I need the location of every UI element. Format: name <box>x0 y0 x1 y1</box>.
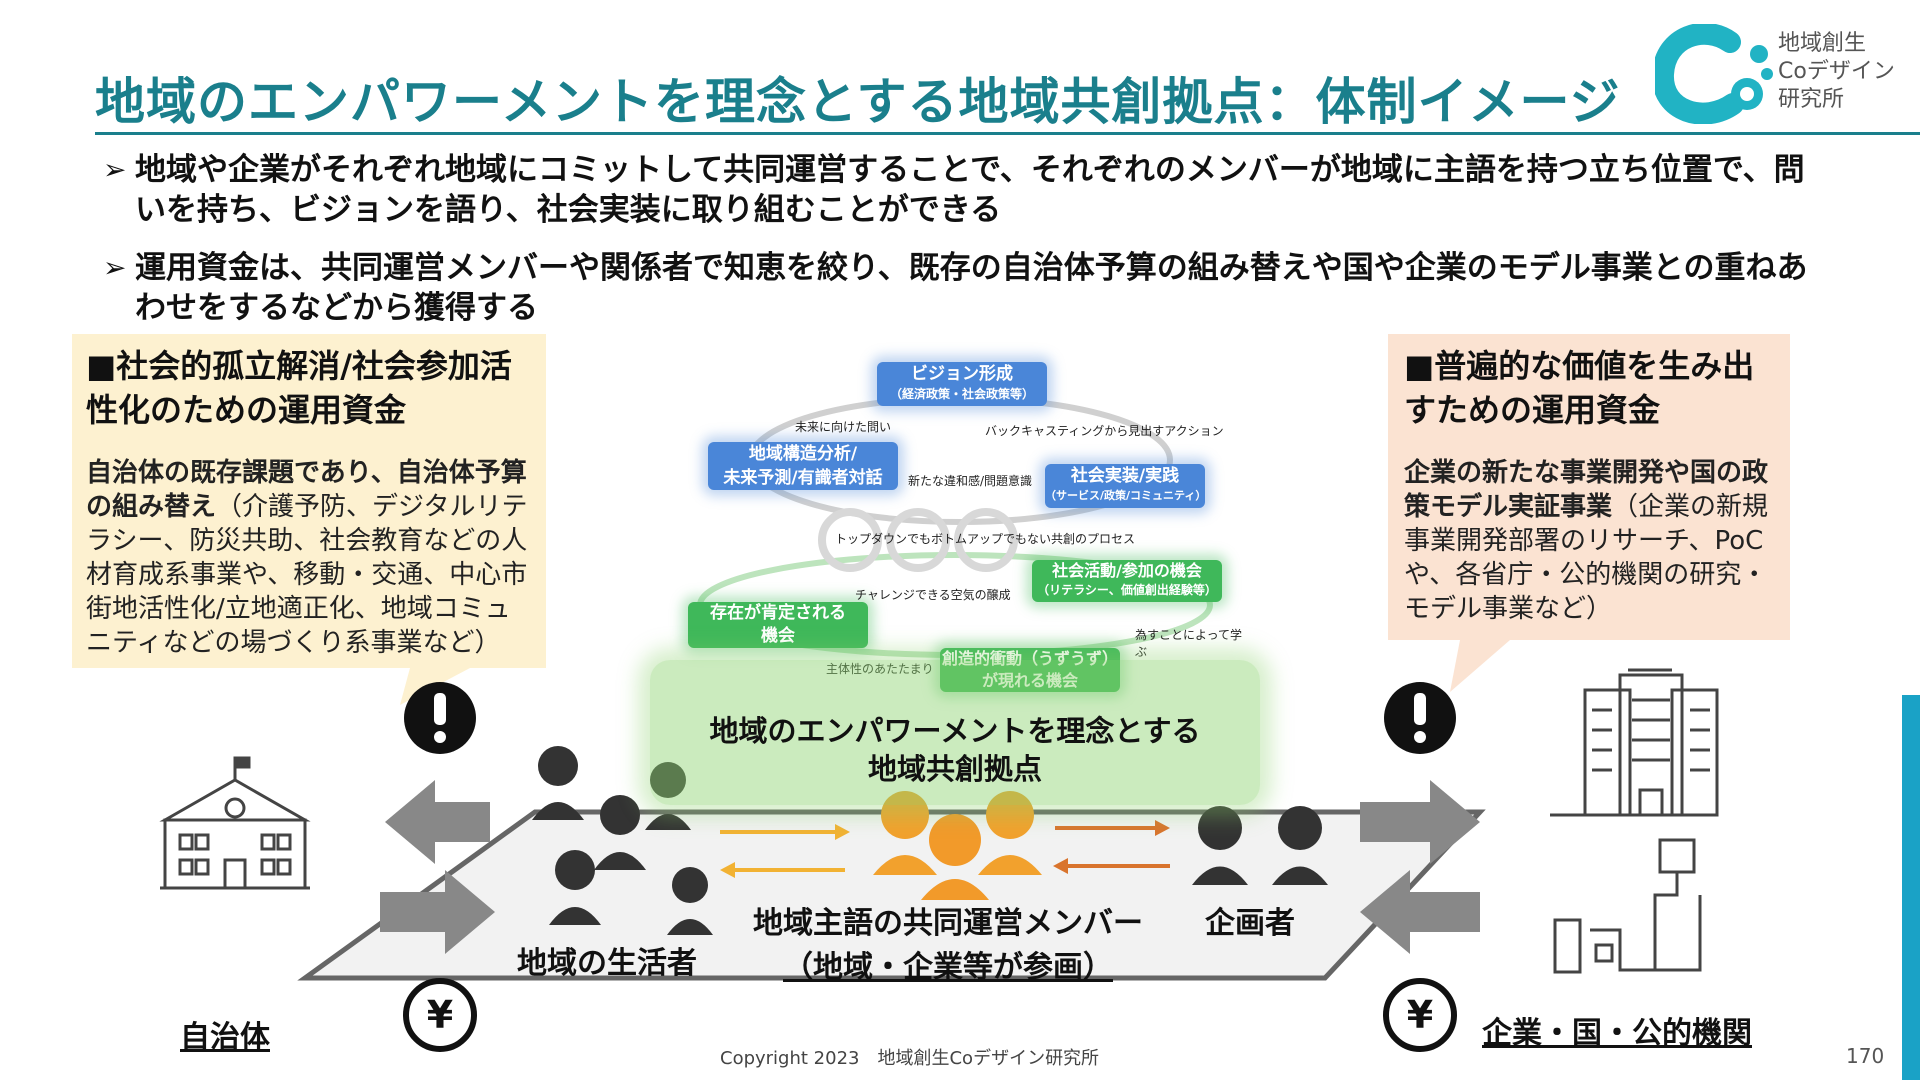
bullet-text: 運用資金は、共同運営メンバーや関係者で知恵を絞り、既存の自治体予算の組み替えや国… <box>135 250 1808 326</box>
node-implementation-sub: （サービス/政策/コミュニティ） <box>1045 489 1207 502</box>
resident-figure-icon <box>549 850 601 925</box>
node-analysis-line1: 地域構造分析/ <box>748 444 858 464</box>
node-participation-title: 社会活動/参加の機会 <box>1052 561 1202 580</box>
label-residents: 地域の生活者 <box>517 946 697 981</box>
node-participation-sub: （リテラシー、価値創出経験等） <box>1037 583 1217 597</box>
page-number: 170 <box>1846 1044 1885 1068</box>
bullet-text: 地域や企業がそれぞれ地域にコミットして共同運営することで、それぞれのメンバーが地… <box>135 152 1805 228</box>
note-process: トップダウンでもボトムアップでもない共創のプロセス <box>835 532 1136 546</box>
right-box-body-bold: 企業の新たな事業開発や国の政策モデル実証事業 <box>1404 458 1769 522</box>
institute-logo-icon <box>1655 24 1773 124</box>
logo-text-line: Coデザイン <box>1778 59 1895 84</box>
left-funding-box: ■社会的孤立解消/社会参加活性化のための運用資金 自治体の既存課題であり、自治体… <box>72 334 546 668</box>
bullet-item: ➢ 運用資金は、共同運営メンバーや関係者で知恵を絞り、既存の自治体予算の組み替え… <box>103 248 1835 328</box>
label-members: 地域主語の共同運営メンバー （地域・企業等が参画） <box>748 898 1148 986</box>
slide-title: 地域のエンパワーメントを理念とする地域共創拠点：体制イメージ <box>95 73 1621 131</box>
node-vision-sub: （経済政策・社会政策等） <box>889 387 1034 401</box>
note-learning: 為すことによって学ぶ <box>1135 628 1243 659</box>
logo-text-line: 地域創生 <box>1778 31 1867 56</box>
node-vision-title: ビジョン形成 <box>911 364 1013 384</box>
hub-label: 地域のエンパワーメントを理念とする 地域共創拠点 <box>650 712 1260 788</box>
logo-text: 地域創生 Coデザイン 研究所 <box>1778 30 1895 114</box>
city-hall-icon <box>159 756 311 890</box>
bullet-arrow-icon: ➢ <box>103 153 127 186</box>
planner-figure-icon <box>1192 806 1248 885</box>
label-corporate: 企業・国・公的機関 <box>1482 1016 1752 1051</box>
node-participation: 社会活動/参加の機会 （リテラシー、価値創出経験等） <box>1032 560 1222 602</box>
hub-label-line2: 地域共創拠点 <box>867 752 1042 786</box>
hub-background <box>650 660 1260 805</box>
label-planners: 企画者 <box>1205 906 1295 941</box>
node-analysis-line2: 未来予測/有識者対話 <box>723 468 883 488</box>
hub-label-line1: 地域のエンパワーメントを理念とする <box>709 714 1201 748</box>
note-subjectivity: 主体性のあたたまり <box>826 662 934 676</box>
title-divider <box>95 132 1920 135</box>
left-box-body-rest: （介護予防、デジタルリテラシー、防災共助、社会教育などの人材育成系事業や、移動・… <box>86 492 528 658</box>
resident-figure-icon <box>667 867 713 935</box>
office-building-icon <box>1550 668 1719 817</box>
alert-exclamation-icon <box>404 682 476 754</box>
arrow-right-to-corporate-icon <box>1360 780 1480 864</box>
node-creative: 創造的衝動（うずうず） が現れる機会 <box>940 648 1120 692</box>
arrow-right-from-municipality-icon <box>380 870 495 954</box>
bullet-arrow-icon: ➢ <box>103 251 127 284</box>
logo-text-line: 研究所 <box>1778 87 1845 112</box>
bullet-item: ➢ 地域や企業がそれぞれ地域にコミットして共同運営することで、それぞれのメンバー… <box>103 150 1835 230</box>
node-affirmation: 存在が肯定される 機会 <box>688 602 868 648</box>
label-members-line1: 地域主語の共同運営メンバー <box>753 906 1143 941</box>
node-vision: ビジョン形成 （経済政策・社会政策等） <box>877 362 1047 406</box>
svg-text:¥: ¥ <box>1407 993 1433 1037</box>
copyright-text: Copyright 2023 地域創生Coデザイン研究所 <box>720 1048 1100 1069</box>
left-box-body-bold: 自治体の既存課題であり、自治体予算の組み替え <box>86 458 527 522</box>
left-box-body: 自治体の既存課題であり、自治体予算の組み替え（介護予防、デジタルリテラシー、防災… <box>72 432 546 660</box>
flow-arrow-right-icon <box>1055 820 1170 836</box>
resident-figure-icon <box>532 746 584 820</box>
flow-arrow-left-icon <box>1053 858 1170 874</box>
left-box-heading: ■社会的孤立解消/社会参加活性化のための運用資金 <box>86 347 512 429</box>
right-box-body-rest: （企業の新規事業開発部署のリサーチ、PoCや、各省庁・公的機関の研究・モデル事業… <box>1404 492 1769 624</box>
node-analysis: 地域構造分析/ 未来予測/有識者対話 <box>708 442 898 490</box>
member-figure-icon <box>921 814 989 900</box>
arrow-left-from-corporate-icon <box>1360 870 1480 954</box>
alert-exclamation-icon <box>1384 682 1456 754</box>
planner-figure-icon <box>1272 806 1328 885</box>
flow-arrow-right-icon <box>720 824 850 840</box>
node-creative-line1: 創造的衝動（うずうず） <box>941 649 1118 668</box>
government-facility-icon <box>1553 838 1702 974</box>
node-creative-line2: が現れる機会 <box>981 671 1078 690</box>
note-future-question: 未来に向けた問い <box>795 420 892 434</box>
note-discomfort: 新たな違和感/問題意識 <box>908 474 1033 488</box>
right-box-pointer <box>1450 640 1510 692</box>
node-affirmation-line2: 機会 <box>761 626 795 646</box>
right-funding-box: ■普遍的な価値を生み出すための運用資金 企業の新たな事業開発や国の政策モデル実証… <box>1388 334 1790 640</box>
accent-bar <box>1902 695 1920 1080</box>
arrow-left-to-municipality-icon <box>385 780 490 864</box>
svg-text:¥: ¥ <box>427 993 453 1037</box>
right-box-body: 企業の新たな事業開発や国の政策モデル実証事業（企業の新規事業開発部署のリサーチ、… <box>1388 432 1790 626</box>
label-members-line2: （地域・企業等が参画） <box>783 950 1113 985</box>
right-box-heading: ■普遍的な価値を生み出すための運用資金 <box>1404 347 1755 429</box>
node-affirmation-line1: 存在が肯定される <box>710 603 846 623</box>
note-backcasting: バックキャスティングから見出すアクション <box>985 424 1224 438</box>
label-municipality: 自治体 <box>180 1020 270 1055</box>
yen-funding-icon: ¥ <box>403 978 477 1052</box>
left-box-pointer <box>400 668 470 705</box>
note-challenge: チャレンジできる空気の醸成 <box>855 588 1011 602</box>
node-implementation: 社会実装/実践 （サービス/政策/コミュニティ） <box>1045 464 1207 508</box>
yen-funding-icon: ¥ <box>1383 978 1457 1052</box>
resident-figure-icon <box>594 795 646 870</box>
node-implementation-title: 社会実装/実践 <box>1070 466 1180 486</box>
flow-arrow-left-icon <box>720 862 845 878</box>
